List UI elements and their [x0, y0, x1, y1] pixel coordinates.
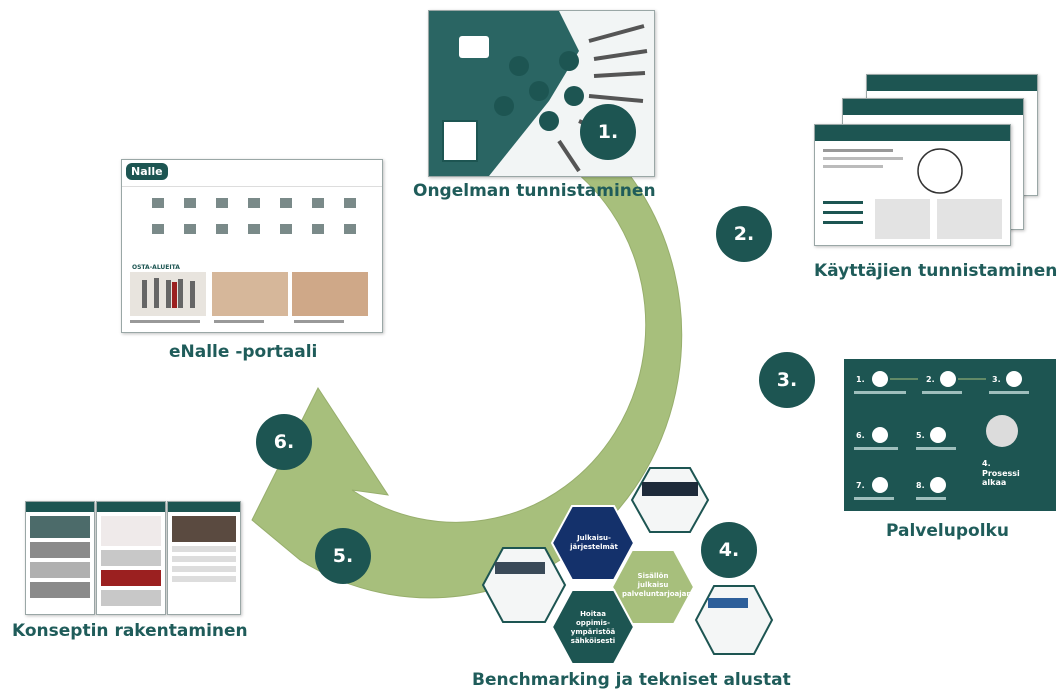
- step-5-badge: 5.: [315, 528, 371, 584]
- hex-teal-label: Hoitaa oppimis-ympäristöä sähköisesti: [570, 610, 616, 645]
- concept-page-1: [25, 501, 95, 615]
- portal-section-heading: OSTA-ALUEITA: [132, 264, 180, 271]
- node-4: 4.: [982, 459, 991, 468]
- hex-screenshot-right: [694, 585, 774, 655]
- node-2: 2.: [926, 375, 935, 384]
- node-7: 7.: [856, 481, 865, 490]
- hex-screenshot-left: [481, 547, 567, 623]
- caption-konseptin: Konseptin rakentaminen: [12, 621, 248, 641]
- step-1-badge: 1.: [580, 104, 636, 160]
- hex-green: [610, 549, 696, 625]
- node-6: 6.: [856, 431, 865, 440]
- cycle-arrow-ring: [251, 109, 683, 599]
- caption-palvelupolku: Palvelupolku: [886, 521, 1009, 541]
- node-8: 8.: [916, 481, 925, 490]
- enalle-portal-screenshot: Nalle OSTA-ALUEITA: [121, 159, 383, 333]
- step-2-badge: 2.: [716, 206, 772, 262]
- node-4-text: Prosessi alkaa: [982, 469, 1020, 487]
- concept-page-2: [96, 501, 166, 615]
- palvelupolku-panel: 1. 2. 3. 6. 5. 4. Prosessi alkaa 7. 8.: [844, 359, 1056, 511]
- hex-green-label: Sisällön julkaisu palveluntarjoajana: [622, 572, 697, 598]
- step-3-badge: 3.: [759, 352, 815, 408]
- concept-page-3: [167, 501, 241, 615]
- hex-screenshot-top: [630, 467, 710, 533]
- persona-card-front: [814, 124, 1011, 246]
- caption-ongelman: Ongelman tunnistaminen: [413, 181, 656, 201]
- node-5: 5.: [916, 431, 925, 440]
- hex-navy: [550, 505, 636, 581]
- hex-navy-label: Julkaisu-järjestelmät: [570, 534, 618, 551]
- step-6-badge: 6.: [256, 414, 312, 470]
- caption-enalle: eNalle -portaali: [169, 342, 318, 362]
- hex-teal: [550, 589, 636, 665]
- enalle-logo: Nalle: [126, 163, 168, 180]
- node-1: 1.: [856, 375, 865, 384]
- step-4-badge: 4.: [701, 522, 757, 578]
- node-3: 3.: [992, 375, 1001, 384]
- caption-kayttajien: Käyttäjien tunnistaminen: [814, 261, 1058, 281]
- caption-benchmarking: Benchmarking ja tekniset alustat: [472, 670, 791, 690]
